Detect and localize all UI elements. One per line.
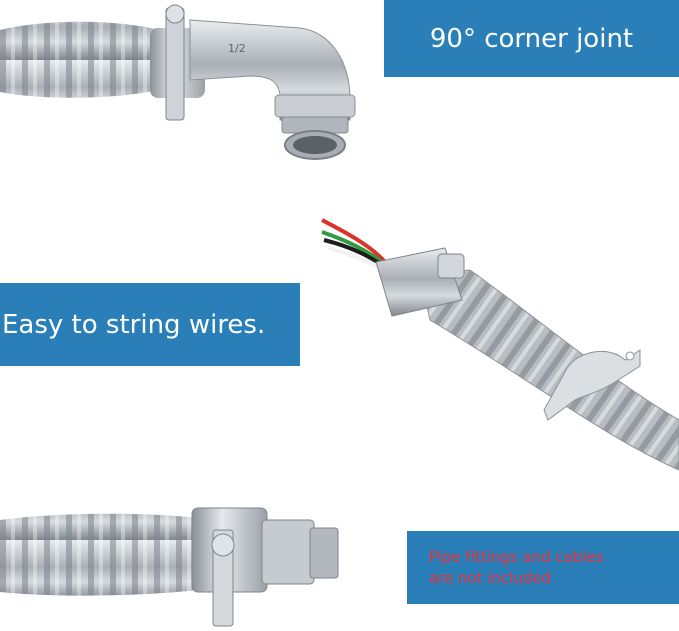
wired-conduit-photo <box>321 218 679 471</box>
connector-thread-bottom <box>309 527 339 579</box>
corner-joint-photo: 1/2 <box>0 4 356 160</box>
flexible-conduit-top <box>0 21 160 98</box>
not-included-notice: Pipe fittings and cables are not include… <box>407 531 679 604</box>
clamp-screw-top <box>165 7 185 121</box>
corner-joint-label: 90° corner joint <box>429 23 634 54</box>
corner-joint-banner: 90° corner joint <box>384 0 679 77</box>
fitting-marking: 1/2 <box>228 42 246 55</box>
mounting-strap <box>543 349 641 421</box>
elbow-nut <box>274 94 356 118</box>
string-wires-banner: Easy to string wires. <box>0 283 300 366</box>
straight-connector-photo <box>0 507 339 627</box>
screw-head-bottom <box>211 533 235 557</box>
flexible-conduit-bottom <box>0 513 200 596</box>
clamp-screw-middle <box>437 253 465 279</box>
notice-line-1: Pipe fittings and cables <box>429 547 604 566</box>
wire-red <box>321 218 387 264</box>
connector-nut-bottom <box>261 519 315 585</box>
strap-hole <box>625 351 635 361</box>
screw-head-top <box>165 4 185 24</box>
elbow-opening-inner <box>293 136 337 154</box>
notice-line-2: are not included <box>429 568 552 587</box>
string-wires-label: Easy to string wires. <box>2 309 266 340</box>
flexible-conduit-middle <box>419 269 679 471</box>
